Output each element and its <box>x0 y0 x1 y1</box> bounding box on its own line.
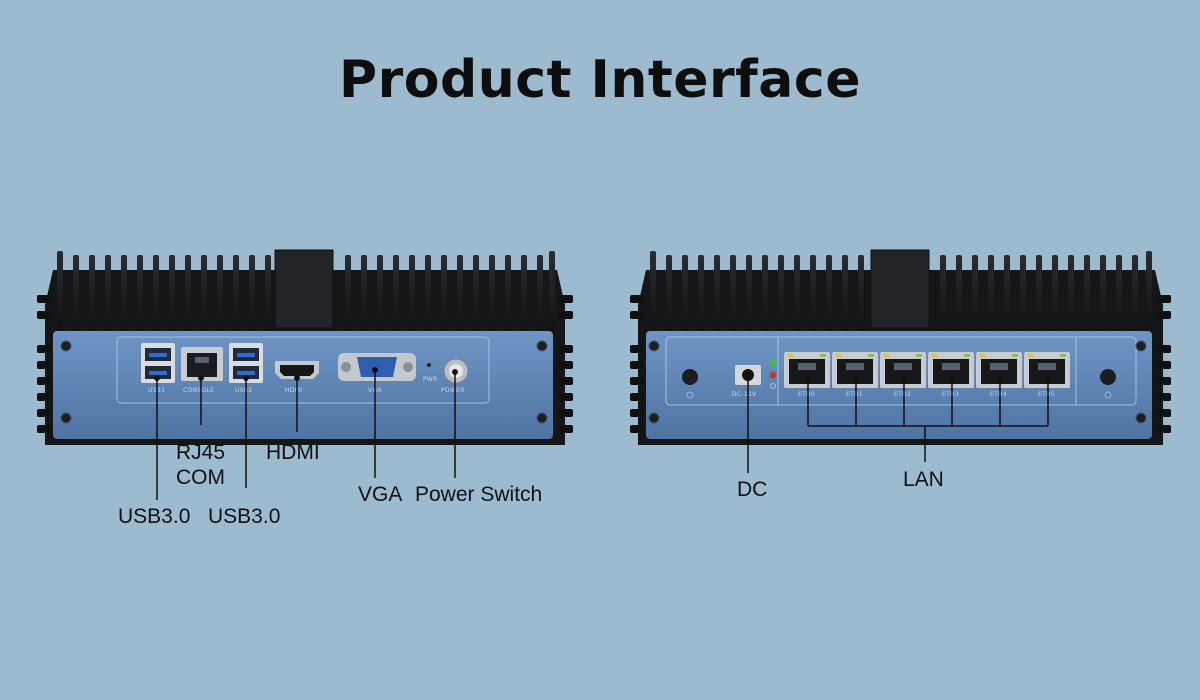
screws <box>60 340 548 424</box>
silk-eth4: ETH4 <box>990 391 1007 398</box>
label-com: COM <box>176 466 225 490</box>
back-panel-device: DC-12V ETH0 ETH1 ETH2 ETH3 ETH4 ETH5 <box>628 245 1173 445</box>
front-panel-plate <box>53 331 553 439</box>
page-title: Product Interface <box>339 50 861 110</box>
silk-eth2: ETH2 <box>894 391 911 398</box>
antenna-knockout-right <box>1100 369 1116 385</box>
silk-dc: DC-12V <box>732 391 757 398</box>
led-red <box>769 371 777 379</box>
power-button <box>443 358 469 384</box>
front-device-illustration <box>37 249 573 445</box>
label-hdmi: HDMI <box>266 441 320 464</box>
label-usb3-right: USB3.0 <box>208 505 281 528</box>
dc-jack <box>735 365 761 385</box>
usb1-port <box>141 343 175 383</box>
label-lan: LAN <box>903 468 944 491</box>
silk-usb1: USB1 <box>148 387 166 394</box>
led-green <box>769 359 777 367</box>
heatsink-fins <box>650 251 1152 337</box>
heatsink-fins <box>57 251 555 337</box>
label-rj45: RJ45 <box>176 441 226 464</box>
screws <box>648 340 1147 424</box>
back-device-illustration <box>630 249 1171 445</box>
lan-ports <box>784 352 1070 388</box>
antenna-knockout-left <box>682 369 698 385</box>
silk-vga: VGA <box>368 387 382 394</box>
label-vga: VGA <box>358 483 403 506</box>
rj45-console-port <box>181 347 223 381</box>
heatsink-center-block <box>274 249 334 329</box>
label-usb3-left: USB3.0 <box>118 505 191 528</box>
label-dc: DC <box>737 478 768 501</box>
silk-eth1: ETH1 <box>846 391 863 398</box>
usb2-port <box>229 343 263 383</box>
label-power-switch: Power Switch <box>415 483 543 506</box>
silk-usb2: USB2 <box>235 387 253 394</box>
silk-eth5: ETH5 <box>1038 391 1055 398</box>
silk-hdmi: HDMI <box>285 387 303 394</box>
silk-eth3: ETH3 <box>942 391 959 398</box>
label-rj45-com: RJ45 COM <box>176 440 225 490</box>
vga-port <box>338 353 416 381</box>
silk-eth0: ETH0 <box>798 391 815 398</box>
silk-power: POWER <box>441 387 465 394</box>
pwr-led <box>427 363 431 367</box>
front-panel-device: USB1 CONSOLE USB2 HDMI VGA PWR POWER <box>35 245 575 445</box>
hdmi-port <box>275 361 319 379</box>
heatsink-center-block <box>870 249 930 329</box>
silk-pwr: PWR <box>423 376 438 383</box>
silk-console: CONSOLE <box>183 387 215 394</box>
